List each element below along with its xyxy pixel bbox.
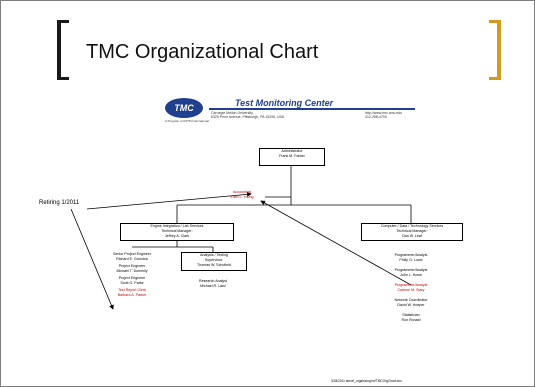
analysis-role: Supervisor: bbox=[204, 258, 224, 262]
engine-services-manager: Technical Manager: bbox=[161, 229, 193, 233]
retiring-annotation: Retiring 1/2011 bbox=[39, 200, 80, 206]
logo-address: Carnegie Mellon University 6325 Penn Ave… bbox=[211, 111, 284, 119]
staff-entry: Programmer/Analyst John L. Howe bbox=[394, 268, 428, 277]
logo-address-line2: 6325 Penn Avenue, Pittsburgh, PA 15206, … bbox=[211, 115, 285, 119]
logo-org-name: Test Monitoring Center bbox=[235, 98, 334, 108]
computer-services-box: Computer / Data / Technology Services Te… bbox=[361, 223, 463, 241]
logo-tagline: A Program of ASTM International bbox=[165, 119, 209, 123]
engine-services-box: Engine Integration / Lab Services Techni… bbox=[120, 223, 234, 241]
analysis-name: Thomas W. Schofield bbox=[197, 263, 231, 267]
computer-services-name: Dan W. Leaf bbox=[402, 234, 422, 238]
analysis-staff-list: Research Analyst Michael R. Lanz bbox=[181, 279, 245, 289]
analysis-staff-name: Michael R. Lanz bbox=[200, 284, 226, 288]
analysis-staff-title: Research Analyst bbox=[199, 279, 227, 283]
engine-services-title: Engine Integration / Lab Services bbox=[150, 224, 204, 228]
right-bracket-decoration bbox=[489, 20, 501, 80]
left-bracket-decoration bbox=[57, 20, 69, 80]
staff-entry: Project Engineer Scott G. Parke bbox=[118, 276, 146, 285]
computer-services-title: Computer / Data / Technology Services bbox=[380, 224, 444, 228]
right-staff-list: Programmer/Analyst Philip G. Lowe Progra… bbox=[379, 253, 443, 323]
slide-footer: 3/18/2011 stevel_organizing.txt/TMCOrgCh… bbox=[331, 379, 402, 383]
logo-rule bbox=[209, 108, 415, 110]
staff-entry-highlighted: Test Report Clerk Barbara A. Parker bbox=[117, 288, 147, 297]
replacement-arrow bbox=[260, 200, 412, 286]
engine-services-name: Jeffrey A. Clark bbox=[164, 234, 190, 238]
retiring-arrow-1 bbox=[86, 191, 252, 210]
staff-entry: Senior Project Engineer Richard E. Grund… bbox=[113, 252, 151, 261]
logo-contact: http://www.tmc.cmu.edu 412-268-4700 bbox=[365, 111, 402, 119]
staff-entry: Network Coordinator David W. Hoeper bbox=[394, 298, 428, 307]
tmc-logo: TMC Test Monitoring Center Carnegie Mell… bbox=[165, 98, 423, 128]
assistant-title: Accountant bbox=[233, 190, 251, 194]
logo-address-line1: Carnegie Mellon University bbox=[211, 111, 253, 115]
analysis-title: Analysis / Testing bbox=[200, 253, 228, 257]
staff-entry-highlighted: Programmer/Analyst Carlene M. Stary bbox=[394, 283, 428, 292]
director-title: Administrator bbox=[281, 149, 303, 153]
slide-title: TMC Organizational Chart bbox=[86, 41, 319, 63]
director-box: Administrator Frank M. Farber bbox=[259, 148, 325, 166]
retiring-arrow-2 bbox=[70, 208, 114, 310]
tmc-logo-mark: TMC bbox=[165, 98, 203, 118]
assistant-name: Ellen L. Young bbox=[230, 195, 254, 199]
assistant-block: Accountant Ellen L. Young bbox=[219, 190, 265, 200]
analysis-box: Analysis / Testing Supervisor: Thomas W.… bbox=[181, 252, 247, 271]
staff-entry: Programmer/Analyst Philip G. Lowe bbox=[394, 253, 428, 262]
logo-phone: 412-268-4700 bbox=[365, 115, 387, 119]
staff-entry: Project Engineer Michael T. Donnelly bbox=[116, 264, 148, 273]
staff-entry: Statistician Ron Ronald bbox=[401, 313, 421, 322]
computer-services-manager: Technical Manager: bbox=[396, 229, 428, 233]
director-name: Frank M. Farber bbox=[279, 154, 305, 158]
logo-url: http://www.tmc.cmu.edu bbox=[365, 111, 403, 115]
left-staff-list: Senior Project Engineer Richard E. Grund… bbox=[99, 252, 165, 298]
